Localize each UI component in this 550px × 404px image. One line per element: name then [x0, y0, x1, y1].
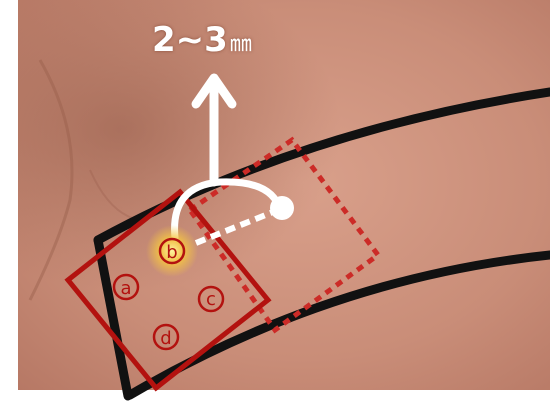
- distance-label: 2~3㎜: [152, 18, 282, 62]
- marker-b-label: b: [166, 242, 177, 263]
- distance-value: 2~3: [152, 20, 228, 60]
- end-point-dot: [270, 196, 294, 220]
- marker-a-label: a: [120, 278, 131, 299]
- frame-left: [0, 0, 18, 404]
- marker-d-label: d: [160, 328, 171, 349]
- marker-c-label: c: [206, 289, 216, 310]
- distance-unit: ㎜: [230, 32, 252, 57]
- frame-bottom: [0, 390, 550, 404]
